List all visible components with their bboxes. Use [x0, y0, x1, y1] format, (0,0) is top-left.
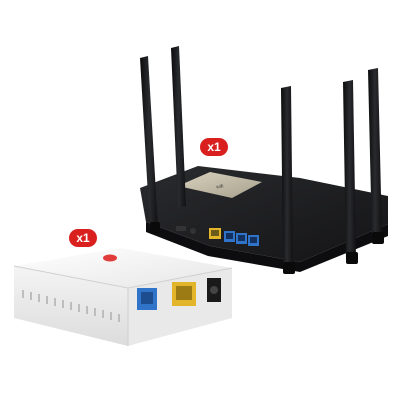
antenna-icon: [281, 86, 293, 270]
router-ports: [176, 226, 259, 246]
power-port-icon: [176, 226, 186, 231]
antenna-icon: [140, 56, 158, 230]
router-quantity-badge: x1: [200, 138, 228, 156]
brand-logo-icon: [103, 254, 117, 262]
ont-vents: [22, 290, 120, 322]
svg-text:wifi: wifi: [216, 184, 224, 191]
router-body: wifi: [140, 166, 388, 272]
router-antennas: [140, 46, 384, 274]
antenna-icon: [368, 68, 382, 240]
ont-quantity-badge: x1: [69, 229, 97, 247]
reset-button-icon: [190, 228, 196, 234]
antenna-icon: [343, 80, 356, 260]
ont-ports: [137, 278, 221, 310]
antenna-icon: [171, 46, 186, 208]
